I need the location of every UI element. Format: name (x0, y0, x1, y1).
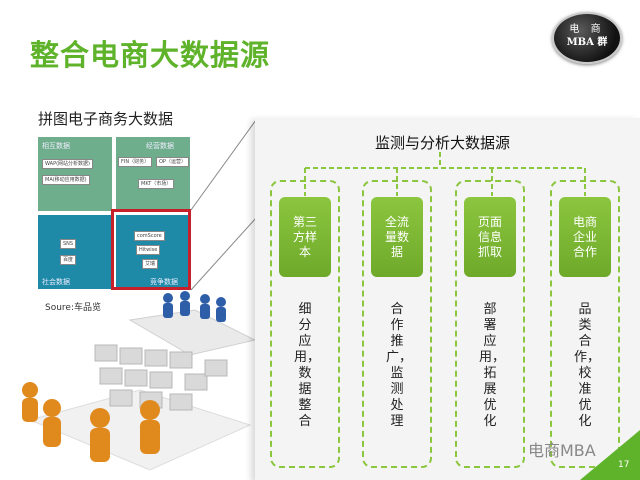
column-frame-3 (455, 180, 525, 468)
column-desc-4: 品类合作，校准优化 (574, 302, 601, 429)
column-frame-1 (270, 180, 340, 468)
tree-connector (304, 152, 586, 196)
page-number: 17 (618, 460, 630, 470)
right-panel (255, 118, 640, 480)
puzzle-mosaic: 相互数据 WAP(网站分析数据) MA(移动应用数据) 经营数据 FIN（财务）… (38, 137, 191, 289)
quadrant-interaction: 相互数据 WAP(网站分析数据) MA(移动应用数据) (38, 137, 112, 211)
q4-box2: Hitwise (136, 245, 161, 255)
column-desc-1: 细分应用，数据整合 (294, 302, 321, 429)
q1-box1: WAP(网站分析数据) (42, 159, 94, 169)
q4-box3: 艾瑞 (142, 259, 159, 269)
q3-box1: SNS (60, 239, 77, 249)
logo-line1: 电 商 (569, 24, 605, 35)
q3-box2: 百度 (60, 255, 77, 265)
column-frame-2 (362, 180, 432, 468)
q2-box3: MKT（市场） (138, 179, 175, 189)
highlight-frame (111, 209, 191, 290)
logo-line2: MBA 群 (566, 37, 608, 48)
q2-box2: OP（运营） (156, 157, 189, 167)
q4-label: 竞争数据 (150, 278, 178, 286)
q2-box1: FIN（财务） (118, 157, 153, 167)
column-title-2: 全流量数据 (371, 197, 423, 277)
quadrant-competition: comScore Hitwise 艾瑞 竞争数据 (116, 215, 190, 289)
right-heading: 监测与分析大数据源 (375, 134, 511, 152)
q1-label: 相互数据 (42, 142, 70, 150)
q3-label: 社会数据 (42, 278, 70, 286)
watermark: 电商MBA (528, 441, 596, 460)
left-heading: 拼图电子商务大数据 (38, 110, 174, 128)
column-desc-3: 部署应用，拓展优化 (479, 302, 506, 429)
mba-logo: 电 商 MBA 群 (552, 12, 622, 64)
column-title-3: 页面信息抓取 (464, 197, 516, 277)
page-corner (580, 430, 640, 480)
source-note: Soure:车品览 (45, 303, 101, 313)
column-title-1: 第三方样本 (279, 197, 331, 277)
column-desc-2: 合作推广，监测处理 (386, 302, 413, 429)
quadrant-operation: 经营数据 FIN（财务） OP（运营） MKT（市场） (116, 137, 190, 211)
q2-label: 经营数据 (146, 142, 174, 150)
connector-lines (190, 119, 257, 291)
column-title-4: 电商企业合作 (559, 197, 611, 277)
quadrant-social: SNS 百度 社会数据 (38, 215, 112, 289)
q1-box2: MA(移动应用数据) (42, 175, 90, 185)
slide-title: 整合电商大数据源 (30, 38, 271, 72)
puzzle-people-illustration (22, 291, 255, 471)
q4-box1: comScore (134, 231, 165, 241)
